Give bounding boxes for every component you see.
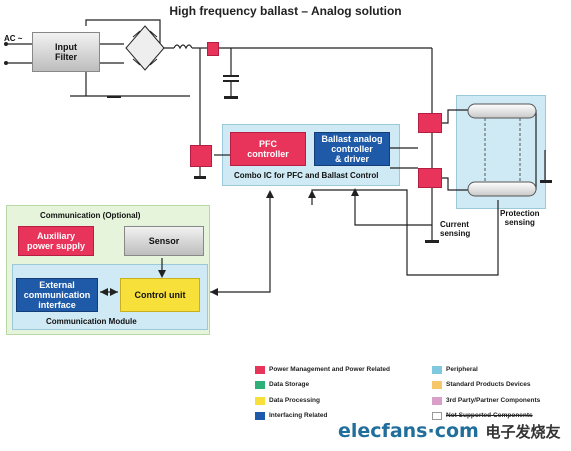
pfc-mosfet-switch [190,145,212,167]
legend-label-power: Power Management and Power Related [269,366,391,373]
ac-input-label: AC ~ [4,34,23,43]
legend-swatch-not-supported [432,412,442,420]
watermark-cn: 电子发烧友 [485,423,561,441]
watermark-site: elecfans·com [338,420,479,442]
legend-label-interfacing: Interfacing Related [269,412,328,419]
combo-ic-label: Combo IC for PFC and Ballast Control [234,171,379,180]
legend-label-data-storage: Data Storage [269,381,310,388]
ballast-controller-block: Ballast analog controller & driver [314,132,390,166]
protection-sensing-label: Protection sensing [500,209,540,227]
control-unit-block: Control unit [120,278,200,312]
legend-swatch-interfacing [255,412,265,420]
communication-module-label: Communication Module [46,317,137,326]
ac-terminal-top [4,42,8,46]
legend-swatch-data-storage [255,381,265,389]
legend-swatch-standard-products [432,381,442,389]
sensor-block: Sensor [124,226,204,256]
current-sensing-label: Current sensing [440,220,471,238]
auxiliary-power-supply-block: Auxiliary power supply [18,226,94,256]
pfc-controller-block: PFC controller [230,132,306,166]
legend-label-third-party: 3rd Party/Partner Components [446,397,541,404]
pfc-diode-switch [207,42,219,56]
legend-label-not-supported: Not Supported Components [446,412,533,419]
legend-label-standard-products: Standard Products Devices [446,381,531,388]
ac-terminal-bottom [4,61,8,65]
legend-swatch-data-processing [255,397,265,405]
legend-swatch-peripheral [432,366,442,374]
communication-optional-label: Communication (Optional) [40,211,141,220]
watermark: elecfans·com 电子发烧友 [338,420,560,442]
legend-swatch-third-party [432,397,442,405]
legend-swatch-power [255,366,265,374]
high-side-mosfet [418,113,442,133]
diagram-title: High frequency ballast – Analog solution [169,4,402,18]
low-side-mosfet [418,168,442,188]
external-communication-interface-block: External communication interface [16,278,98,312]
legend-label-peripheral: Peripheral [446,366,478,373]
legend-label-data-processing: Data Processing [269,397,320,404]
input-filter-block: Input Filter [32,32,100,72]
